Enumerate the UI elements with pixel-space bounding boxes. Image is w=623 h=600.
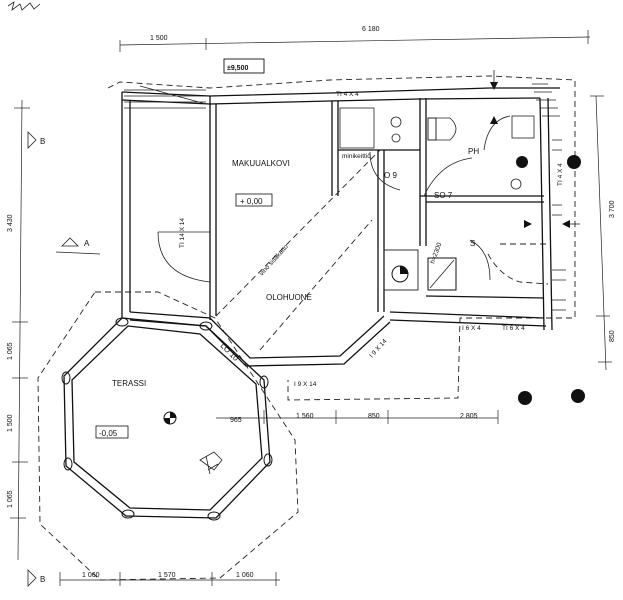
dim-left-c: 1 500 — [7, 414, 14, 432]
note-sloped-shelf: vino sisäkatto — [258, 243, 290, 277]
middle-dimension-line: 965 1 560 850 2 805 — [216, 410, 499, 424]
room-label-terrace: TERASSI — [112, 379, 146, 388]
stove-block — [383, 249, 419, 291]
section-mark-b-bottom: B — [27, 569, 45, 587]
room-label-kitchenette: minikeittiö — [342, 153, 371, 160]
room-level-terrace: -0,05 — [99, 429, 118, 438]
toilet-bowl — [436, 117, 457, 141]
window-tag-bottom-b: TI 6 X 4 — [502, 325, 525, 332]
note-h2300: h=2300 — [429, 241, 443, 264]
door-swing-left — [157, 231, 211, 283]
left-dimension-line: 3 430 1 065 1 500 1 065 — [7, 99, 30, 561]
dim-mid-b: 1 560 — [296, 413, 314, 420]
post-dot-3 — [518, 391, 532, 405]
slope-line-1 — [215, 149, 381, 317]
dim-bottom-b: 1 570 — [158, 572, 176, 579]
window-tag-top: TI 4 X 4 — [336, 91, 359, 98]
post-dot-4 — [571, 389, 585, 403]
sauna-bench-dashed — [487, 253, 549, 285]
door-swing-ph — [483, 115, 511, 151]
dim-mid-a: 965 — [230, 417, 242, 424]
dim-mid-c: 850 — [368, 413, 380, 420]
svg-text:A: A — [84, 239, 90, 248]
slope-line-2 — [259, 219, 373, 351]
room-label-ph: PH — [468, 147, 479, 156]
corner-scribble-mark — [7, 1, 41, 11]
section-arrow-right-2 — [524, 220, 532, 228]
sauna-stove-cross — [429, 259, 455, 289]
toilet-tank — [427, 117, 437, 141]
window-tag-front: I 9 X 14 — [294, 381, 317, 388]
section-mark-a: A — [55, 237, 101, 255]
room-label-s: S — [470, 239, 475, 248]
window-tag-left: TI 14 X 14 — [179, 218, 186, 248]
terrace-level-box — [95, 425, 129, 439]
post-dot-1 — [516, 156, 528, 168]
section-mark-b-top: B — [27, 131, 45, 149]
door-swing-so — [423, 157, 473, 197]
terrace-table-sketch — [199, 451, 223, 475]
room-level-alcove: + 0,00 — [240, 197, 263, 206]
sauna-stove-box — [427, 257, 457, 291]
room-label-so: SO 7 — [434, 191, 453, 200]
shower-tray — [511, 115, 535, 139]
door-swing-o9 — [369, 151, 401, 191]
sauna-heater-curve — [469, 239, 491, 281]
terrace-center-post-fill — [164, 412, 176, 424]
dim-left-b: 1 065 — [7, 342, 14, 360]
window-tag-diag-right: I 9 X 14 — [368, 338, 388, 360]
dim-mid-d: 2 805 — [460, 413, 478, 420]
dim-right-a: 3 700 — [609, 200, 616, 218]
room-label-living: OLOHUONE — [266, 293, 312, 302]
roof-outline-dashed — [107, 75, 576, 401]
dim-bottom-c: 1 060 — [236, 572, 254, 579]
dim-bottom-a: 1 060 — [82, 572, 100, 579]
alcove-level-box — [235, 193, 273, 207]
section-arrow-right — [562, 220, 570, 228]
post-dot-2 — [567, 155, 581, 169]
building-walls — [121, 83, 566, 367]
section-arrow-top-2 — [490, 116, 498, 124]
window-tag-right: TI 4 X 4 — [557, 163, 564, 186]
dim-top-left: 1 500 — [150, 35, 168, 42]
svg-text:B: B — [40, 137, 45, 146]
terrace-strip-pattern — [124, 85, 207, 109]
terrace-roof-outline-dashed — [37, 291, 299, 581]
level-marker-text: ±9,500 — [227, 65, 248, 72]
bottom-dimension-line: 1 060 1 570 1 060 — [59, 572, 280, 586]
right-dimension-line: 3 700 850 — [590, 95, 616, 371]
window-tag-bottom-a: I 6 X 4 — [462, 325, 481, 332]
dim-top-total: 6 180 — [362, 26, 380, 33]
sink-bowl-2 — [391, 133, 401, 143]
sink-bowl — [390, 116, 402, 128]
stove-burner-fill — [400, 266, 408, 274]
room-label-o9: O 9 — [384, 171, 397, 180]
level-marker-box — [223, 58, 265, 74]
terrace-octagon — [61, 317, 273, 521]
drain — [510, 178, 522, 190]
dim-right-b: 850 — [609, 330, 616, 342]
kitchen-counter — [339, 107, 375, 149]
room-label-alcove: MAKUUALKOVI — [232, 159, 290, 168]
dim-left-d: 1 065 — [7, 490, 14, 508]
top-dimension-line: 1 500 6 180 — [119, 26, 591, 52]
dim-left-a: 3 430 — [7, 214, 14, 232]
svg-text:B: B — [40, 575, 45, 584]
